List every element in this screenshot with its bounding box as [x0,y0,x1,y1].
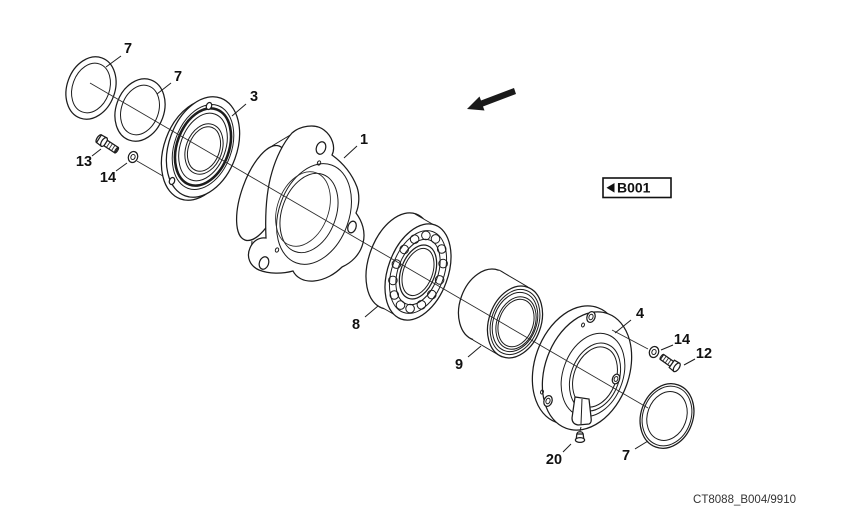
reference-tag-label: B001 [617,180,651,196]
part-8-roller-bearing [365,212,452,321]
part-7-seal-ring-middle [114,78,166,142]
bolt-hole [611,373,621,385]
bolt-hole [315,141,327,155]
assembly-centerline [89,82,649,409]
callout-leaders [91,55,696,453]
bolt-hole [347,220,357,234]
bolt-hole [258,256,270,270]
stud-line [579,426,582,432]
callout-14-left-label[interactable]: 14 [100,170,116,186]
bearing-rollers [388,230,448,314]
part-3-seal-carrier [160,96,241,201]
bolt-hole [586,311,596,323]
bolt-hole [205,101,213,111]
part-7-seal-ring-top [65,56,117,120]
callout-14-right-label[interactable]: 14 [674,332,690,348]
part-9-sleeve-collar [457,268,544,359]
washer-14-right [648,345,660,359]
washer-14-left [127,150,139,164]
bolt-hole [543,395,553,407]
bolt-hole [168,176,176,186]
fastener-axis-right [611,329,649,350]
callout-13-label[interactable]: 13 [76,154,92,170]
part-4-cover-flange [531,305,633,432]
callout-1-label[interactable]: 1 [360,132,368,148]
reference-tag-b001[interactable]: B001 [602,177,672,199]
view-direction-arrow-icon [467,88,516,111]
callout-8-label[interactable]: 8 [352,317,360,333]
part-7-seal-ring-bottom [639,383,695,449]
callout-7-top-label[interactable]: 7 [124,41,132,57]
callout-12-label[interactable]: 12 [696,346,712,362]
callout-7-middle-label[interactable]: 7 [174,69,182,85]
callout-7-bottom-label[interactable]: 7 [622,448,630,464]
bolt-12 [659,353,681,373]
callout-9-label[interactable]: 9 [455,357,463,373]
callout-3-label[interactable]: 3 [250,89,258,105]
figure-caption: CT8088_B004/9910 [693,494,796,506]
callout-20-label[interactable]: 20 [546,452,562,468]
callout-4-label[interactable]: 4 [636,306,644,322]
bolt-13 [95,134,120,154]
part-1-bearing-housing [235,125,365,282]
nut-20 [574,431,586,444]
left-triangle-icon [606,183,615,193]
